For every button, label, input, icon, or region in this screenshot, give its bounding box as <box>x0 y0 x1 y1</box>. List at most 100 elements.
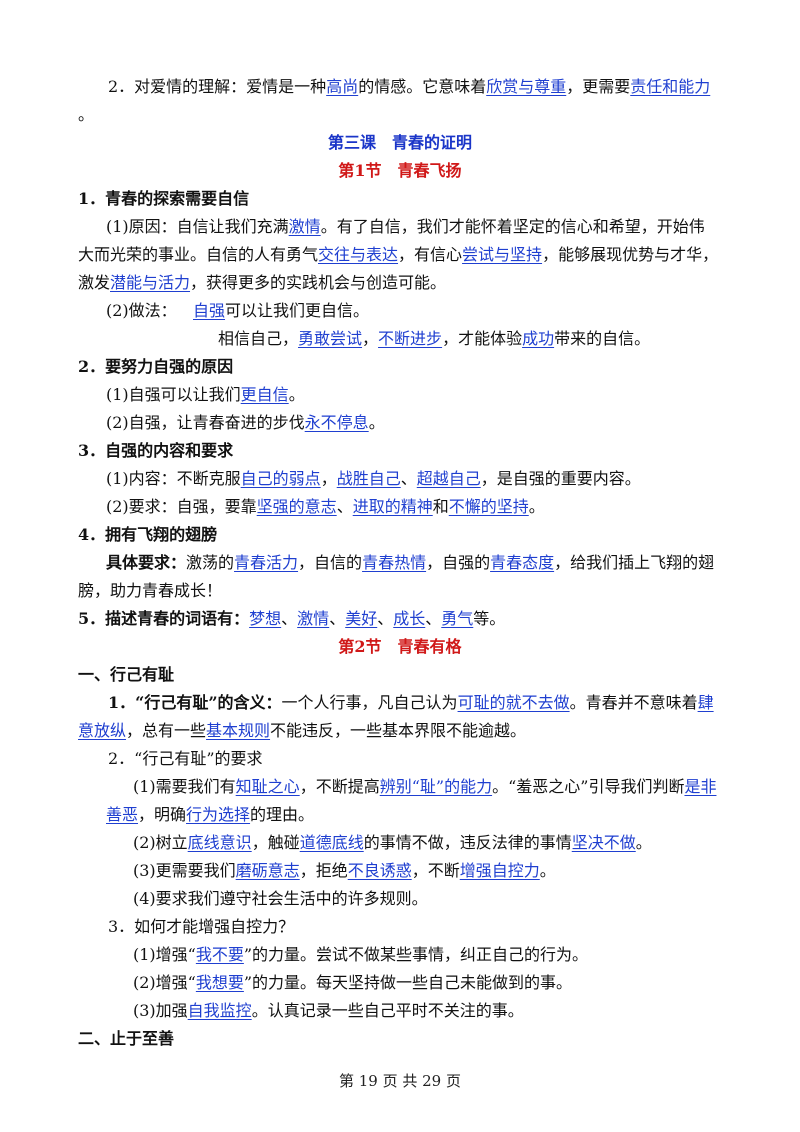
text-segment: 大而光荣的事业。自信的人有勇气 <box>78 245 319 264</box>
key-term: 不断进步 <box>378 329 443 348</box>
key-term: 增强自控力 <box>459 861 540 880</box>
text-segment: (2)做法： <box>106 301 177 320</box>
text-segment: 。青春并不意味着 <box>569 693 698 712</box>
text-segment: (2)自强，让青春奋进的步伐 <box>106 413 305 432</box>
text-segment: 、 <box>281 609 298 628</box>
key-term: 肆 <box>697 693 714 712</box>
lesson-heading: 第三课 青春的证明 <box>327 133 472 152</box>
text-segment: 一、行己有耻 <box>78 665 175 684</box>
text-segment: ，自强的 <box>426 553 491 572</box>
text-segment: ，触碰 <box>251 833 300 852</box>
text-segment: (2)要求：自强，要靠 <box>106 497 257 516</box>
text-line: 意放纵，总有一些基本规则不能违反，一些基本界限不能逾越。 <box>78 721 526 741</box>
text-line: 3．如何才能增强自控力？ <box>108 917 294 937</box>
text-segment: (3)加强 <box>133 1001 188 1020</box>
section-heading-2: 第2节 青春有格 <box>338 637 462 656</box>
key-term: 美好 <box>345 609 378 628</box>
key-term: 激情 <box>297 609 330 628</box>
key-term: 成长 <box>393 609 426 628</box>
text-segment: 一个人行事，凡自己认为 <box>281 693 458 712</box>
key-term: 潜能与活力 <box>110 273 191 292</box>
key-term: 磨砺意志 <box>235 861 300 880</box>
text-line: 。 <box>78 105 94 125</box>
text-line: 2．“行己有耻”的要求 <box>108 749 263 769</box>
text-segment: ，是自强的重要内容。 <box>480 469 641 488</box>
key-term: 勇气 <box>441 609 474 628</box>
text-segment: (1)增强“ <box>133 945 196 964</box>
text-segment: ，不断提高 <box>299 777 380 796</box>
text-line: (2)增强“我想要”的力量。每天坚持做一些自己未能做到的事。 <box>133 973 572 993</box>
text-segment: 。 <box>635 833 652 852</box>
key-term: 勇敢尝试 <box>298 329 363 348</box>
key-term: 我不要 <box>195 945 244 964</box>
text-segment: (2)增强“ <box>133 973 196 992</box>
text-line: 具体要求：激荡的青春活力，自信的青春热情，自强的青春态度，给我们插上飞翔的翅 <box>106 553 714 573</box>
text-line: 二、止于至善 <box>78 1029 174 1049</box>
key-term: 行为选择 <box>186 805 251 824</box>
text-segment: 2．“行己有耻”的要求 <box>108 749 263 768</box>
text-line: (1)内容：不断克服自己的弱点，战胜自己、超越自己，是自强的重要内容。 <box>106 469 641 489</box>
text-line: (2)要求：自强，要靠坚强的意志、进取的精神和不懈的坚持。 <box>106 497 545 517</box>
text-segment: 的事情不做，违反法律的事情 <box>363 833 572 852</box>
text-line: 善恶，明确行为选择的理由。 <box>106 805 314 825</box>
text-line: 3．自强的内容和要求 <box>78 441 233 461</box>
key-term: 战胜自己 <box>336 469 401 488</box>
text-segment: 的理由。 <box>250 805 315 824</box>
text-line: (1)增强“我不要”的力量。尝试不做某些事情，纠正自己的行为。 <box>133 945 588 965</box>
key-term: 自强 <box>193 301 226 320</box>
text-segment: 。认真记录一些自己平时不关注的事。 <box>251 1001 524 1020</box>
text-line: (1)原因：自信让我们充满激情。有了自信，我们才能怀着坚定的信心和希望，开始伟 <box>106 217 705 237</box>
key-term: 成功 <box>522 329 555 348</box>
text-segment: 。 <box>288 385 305 404</box>
key-term: 永不停息 <box>304 413 369 432</box>
text-segment: ，能够展现优势与才华， <box>542 245 719 264</box>
text-segment: (1)内容：不断克服 <box>106 469 241 488</box>
text-segment: 2．对爱情的理解：爱情是一种 <box>108 77 327 96</box>
text-line: 自强可以让我们更自信。 <box>193 301 369 321</box>
text-segment: (3)更需要我们 <box>133 861 236 880</box>
text-segment: ，总有一些 <box>126 721 207 740</box>
key-term: 意放纵 <box>78 721 127 740</box>
text-segment: 可以让我们更自信。 <box>225 301 370 320</box>
text-segment: ，才能体验 <box>442 329 523 348</box>
text-segment: ，拒绝 <box>299 861 348 880</box>
text-line: (3)更需要我们磨砺意志，拒绝不良诱惑，不断增强自控力。 <box>133 861 556 881</box>
text-segment: (1)原因：自信让我们充满 <box>106 217 289 236</box>
text-segment: 3．自强的内容和要求 <box>78 441 234 460</box>
key-term: 青春热情 <box>362 553 427 572</box>
key-term: 不良诱惑 <box>347 861 412 880</box>
key-term: 高尚 <box>326 77 359 96</box>
key-term: 超越自己 <box>416 469 481 488</box>
text-segment: 。“羞恶之心”引导我们判断 <box>492 777 685 796</box>
key-term: 底线意识 <box>187 833 252 852</box>
text-segment: 、 <box>377 609 394 628</box>
text-segment: ，有信心 <box>398 245 463 264</box>
text-line: 激发潜能与活力，获得更多的实践机会与创造可能。 <box>78 273 446 293</box>
text-line: (2)树立底线意识，触碰道德底线的事情不做，违反法律的事情坚决不做。 <box>133 833 652 853</box>
text-segment: 、 <box>425 609 442 628</box>
key-term: 基本规则 <box>206 721 271 740</box>
key-term: 我想要 <box>195 973 244 992</box>
text-segment: ， <box>320 469 337 488</box>
key-term: 可耻的就不去做 <box>457 693 570 712</box>
text-segment: 。 <box>539 861 556 880</box>
text-line: (3)加强自我监控。认真记录一些自己平时不关注的事。 <box>133 1001 524 1021</box>
text-segment: ，更需要 <box>566 77 631 96</box>
text-line: 2．对爱情的理解：爱情是一种高尚的情感。它意味着欣赏与尊重，更需要责任和能力 <box>108 77 710 97</box>
key-term: 辨别“耻”的能力 <box>379 777 493 796</box>
page-number: 第 19 页 共 29 页 <box>338 1072 461 1090</box>
text-line: 相信自己，勇敢尝试，不断进步，才能体验成功带来的自信。 <box>218 329 650 349</box>
text-segment: ”的力量。每天坚持做一些自己未能做到的事。 <box>243 973 573 992</box>
key-term: 不懈的坚持 <box>448 497 529 516</box>
text-segment: 4．拥有飞翔的翅膀 <box>78 525 218 544</box>
text-line: 一、行己有耻 <box>78 665 174 685</box>
text-segment: ，自信的 <box>298 553 363 572</box>
key-term: 自我监控 <box>187 1001 252 1020</box>
text-line: 膀，助力青春成长！ <box>78 581 222 601</box>
key-term: 责任和能力 <box>630 77 711 96</box>
text-line: 2．要努力自强的原因 <box>78 357 233 377</box>
text-line: 大而光荣的事业。自信的人有勇气交往与表达，有信心尝试与坚持，能够展现优势与才华， <box>78 245 718 265</box>
key-term: 尝试与坚持 <box>462 245 543 264</box>
text-segment: 具体要求： <box>106 553 187 572</box>
text-segment: 、 <box>400 469 417 488</box>
